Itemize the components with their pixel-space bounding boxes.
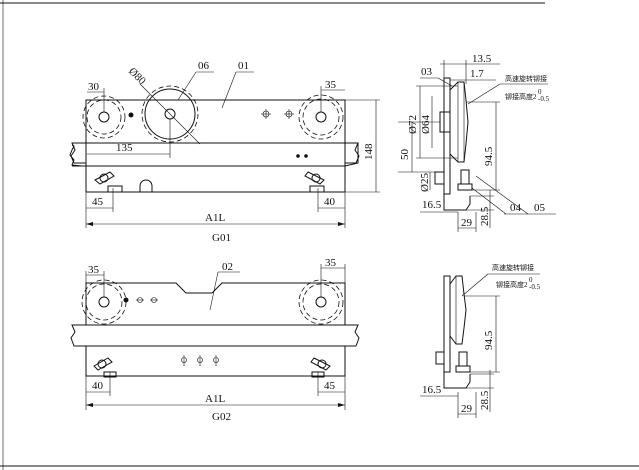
dim-148: 148	[363, 143, 375, 160]
label-05: 05	[534, 202, 546, 214]
dim-phi25: Ø25	[419, 173, 431, 192]
dim-30: 30	[88, 81, 100, 93]
dim-40: 40	[324, 196, 336, 208]
dim-35-right: 35	[325, 257, 337, 269]
note-rivet-bottom: 高速旋转铆接	[492, 263, 534, 272]
label-02: 02	[222, 261, 233, 273]
g02-dim-45: 45	[324, 380, 336, 392]
dim-13-5: 13.5	[472, 53, 492, 65]
tol-upper-bottom: 0	[529, 276, 533, 284]
side-view-bottom: 高速旋转铆接 铆接高度2 0 -0.5 94.5 16.5 29 28.5	[420, 263, 541, 418]
g02-dim-40: 40	[92, 380, 104, 392]
dim-phi64: Ø64	[420, 115, 432, 134]
dim-94-5-bottom: 94.5	[483, 330, 495, 350]
dim-45: 45	[92, 196, 104, 208]
dim-135: 135	[116, 142, 133, 154]
tol-lower-bottom: -0.5	[529, 283, 541, 291]
side-view-top: 13.5 03 1.7 高速旋转铆接 铆接高度2 0 -0.5 Ø72 Ø64 …	[398, 53, 556, 232]
dim-16-5-top: 16.5	[422, 199, 442, 211]
note-rivet-top: 高速旋转铆接	[505, 74, 547, 83]
dim-1-7: 1.7	[470, 68, 484, 80]
label-06: 06	[198, 60, 210, 72]
dim-28-5-top: 28.5	[479, 206, 491, 226]
g02-dim-a1l: A1L	[205, 393, 225, 405]
dim-phi72: Ø72	[407, 115, 419, 134]
dim-phi80: Ø80	[126, 65, 148, 87]
dim-35-left: 35	[88, 264, 100, 276]
caption-g01: G01	[212, 232, 231, 244]
label-04: 04	[510, 202, 522, 214]
tol-lower-top: -0.5	[538, 95, 550, 103]
dim-a1l: A1L	[205, 212, 225, 224]
dim-29-top: 29	[461, 217, 473, 229]
tol-upper-top: 0	[538, 88, 542, 96]
dim-35: 35	[325, 79, 337, 91]
note-height-bottom: 铆接高度2	[496, 280, 528, 289]
label-01: 01	[238, 60, 249, 72]
dim-50: 50	[399, 149, 411, 161]
dim-16-5-bottom: 16.5	[422, 384, 442, 396]
dim-94-5-top: 94.5	[483, 146, 495, 166]
label-03: 03	[421, 66, 433, 78]
note-height-top: 铆接高度2	[505, 92, 537, 101]
view-g02: 35 02 35 40 45 A1L G02	[70, 257, 360, 423]
caption-g02: G02	[212, 411, 231, 423]
dim-28-5-bottom: 28.5	[479, 390, 491, 410]
view-g01: 30 Ø80 06 01 35 135 148 45 40	[69, 60, 380, 244]
dim-29-bottom: 29	[461, 403, 473, 415]
